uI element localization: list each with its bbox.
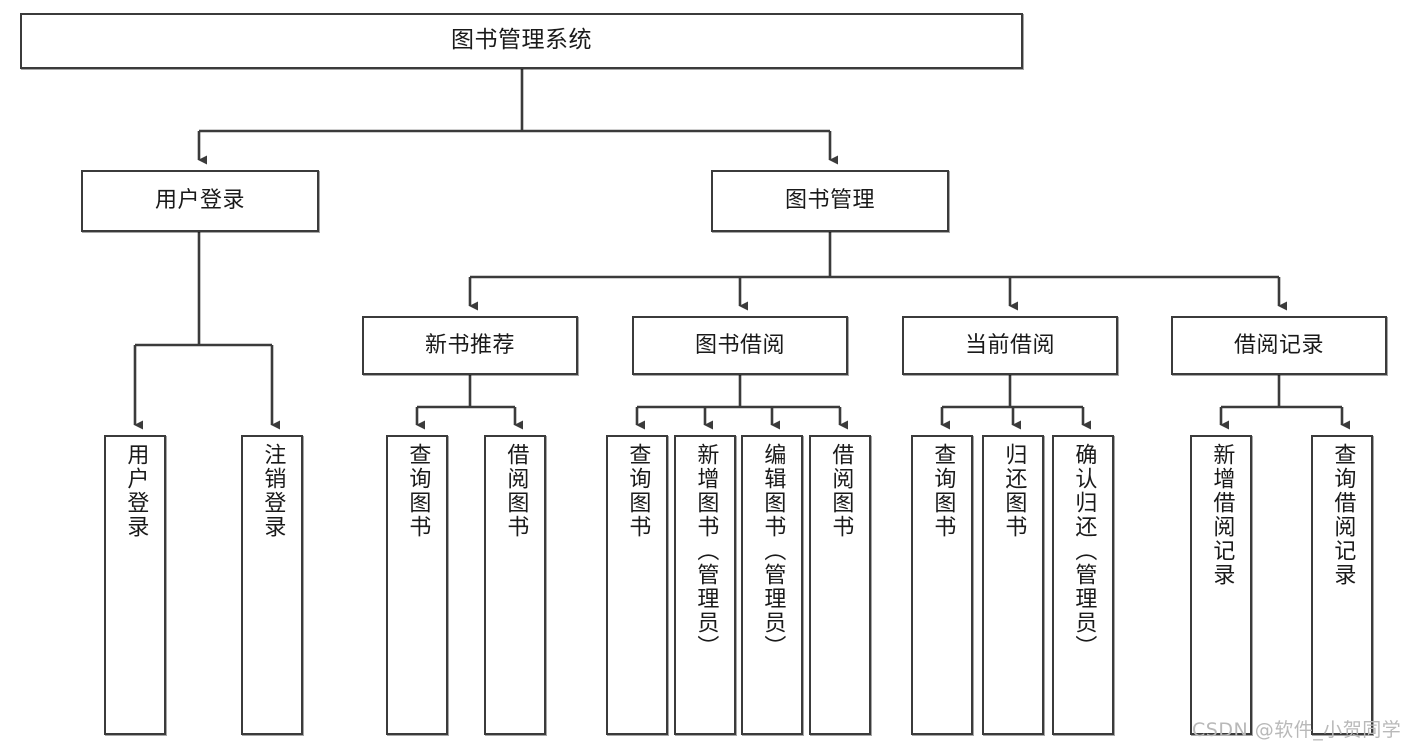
node-book-borrow-label: 图书借阅 bbox=[694, 332, 785, 358]
node-leaf-query-book-1[interactable]: 查询图书 bbox=[386, 435, 448, 735]
node-leaf-query-book-3[interactable]: 查询图书 bbox=[911, 435, 973, 735]
node-leaf-add-record[interactable]: 新增借阅记录 bbox=[1190, 435, 1252, 735]
node-book-borrow[interactable]: 图书借阅 bbox=[632, 316, 848, 375]
node-user-login[interactable]: 用户登录 bbox=[81, 170, 319, 232]
node-borrow-record[interactable]: 借阅记录 bbox=[1171, 316, 1387, 375]
node-root-label: 图书管理系统 bbox=[451, 27, 592, 54]
node-leaf-add-record-label: 新增借阅记录 bbox=[1209, 443, 1235, 587]
node-leaf-add-book[interactable]: 新增图书（管理员） bbox=[674, 435, 736, 735]
node-leaf-borrow-book-2-label: 借阅图书 bbox=[828, 443, 854, 539]
node-leaf-confirm-return[interactable]: 确认归还（管理员） bbox=[1052, 435, 1114, 735]
node-book-manage[interactable]: 图书管理 bbox=[711, 170, 949, 232]
node-leaf-borrow-book-1-label: 借阅图书 bbox=[503, 443, 529, 539]
node-book-manage-label: 图书管理 bbox=[784, 188, 875, 214]
node-leaf-query-book-2[interactable]: 查询图书 bbox=[606, 435, 668, 735]
node-leaf-return-book-label: 归还图书 bbox=[1001, 443, 1027, 539]
node-leaf-user-login[interactable]: 用户登录 bbox=[104, 435, 166, 735]
node-leaf-borrow-book-1[interactable]: 借阅图书 bbox=[484, 435, 546, 735]
node-current-borrow-label: 当前借阅 bbox=[964, 332, 1055, 358]
node-new-book-recommend-label: 新书推荐 bbox=[424, 332, 515, 358]
node-leaf-logout-label: 注销登录 bbox=[260, 443, 286, 539]
node-borrow-record-label: 借阅记录 bbox=[1233, 332, 1324, 358]
node-leaf-query-book-2-label: 查询图书 bbox=[625, 443, 651, 539]
node-root[interactable]: 图书管理系统 bbox=[20, 13, 1023, 69]
node-leaf-user-login-label: 用户登录 bbox=[123, 443, 149, 539]
node-leaf-return-book[interactable]: 归还图书 bbox=[982, 435, 1044, 735]
node-current-borrow[interactable]: 当前借阅 bbox=[902, 316, 1118, 375]
node-leaf-confirm-return-label: 确认归还（管理员） bbox=[1071, 443, 1097, 659]
node-leaf-add-book-label: 新增图书（管理员） bbox=[693, 443, 719, 659]
node-leaf-query-book-3-label: 查询图书 bbox=[930, 443, 956, 539]
csdn-watermark: CSDN @软件_小贺同学 bbox=[1192, 719, 1402, 741]
node-leaf-borrow-book-2[interactable]: 借阅图书 bbox=[809, 435, 871, 735]
node-leaf-query-record[interactable]: 查询借阅记录 bbox=[1311, 435, 1373, 735]
node-user-login-label: 用户登录 bbox=[154, 188, 245, 214]
node-leaf-logout[interactable]: 注销登录 bbox=[241, 435, 303, 735]
node-leaf-edit-book-label: 编辑图书（管理员） bbox=[760, 443, 786, 659]
node-new-book-recommend[interactable]: 新书推荐 bbox=[362, 316, 578, 375]
node-leaf-query-book-1-label: 查询图书 bbox=[405, 443, 431, 539]
node-leaf-query-record-label: 查询借阅记录 bbox=[1330, 443, 1356, 587]
node-leaf-edit-book[interactable]: 编辑图书（管理员） bbox=[741, 435, 803, 735]
